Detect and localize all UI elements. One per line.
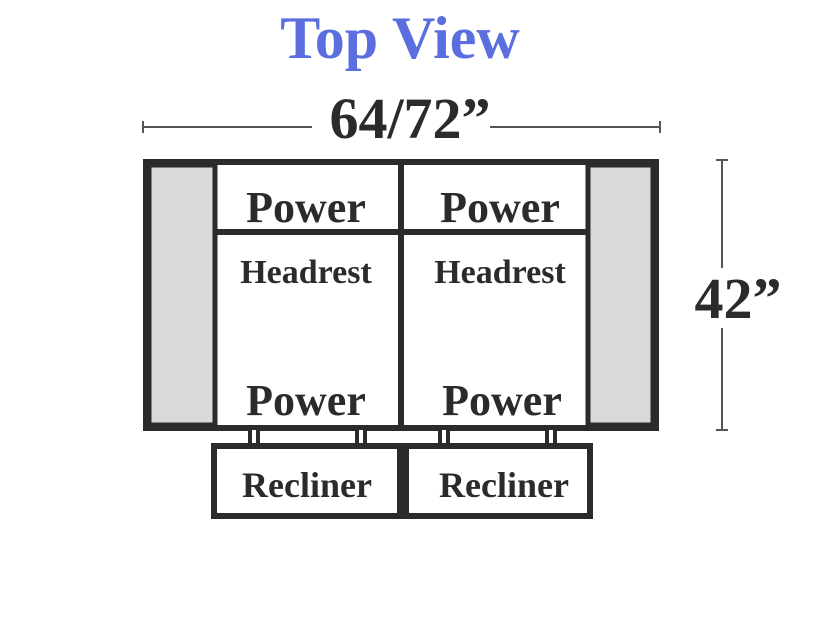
seat-2: Power Headrest Power	[434, 183, 566, 425]
width-dimension: 64/72”	[142, 86, 661, 151]
seat-1-headrest-label: Headrest	[240, 254, 372, 291]
sofa-body	[143, 159, 659, 431]
right-arm	[585, 162, 656, 428]
seat-2-top-power-label: Power	[440, 183, 560, 232]
seat-1-top-power-label: Power	[246, 183, 366, 232]
seat-2-footrest	[403, 443, 593, 519]
seat-1-footrest	[211, 443, 403, 519]
depth-dimension-label-bg	[688, 268, 788, 328]
depth-dimension: 42”	[688, 159, 788, 431]
seat-1-bottom-power-label: Power	[246, 376, 366, 425]
width-dimension-label: 64/72”	[329, 86, 490, 151]
depth-dimension-label: 42”	[695, 266, 782, 331]
diagram-title: Top View	[280, 5, 520, 71]
footrests: Recliner Recliner	[211, 443, 593, 519]
seat-1-recliner-label: Recliner	[242, 465, 372, 505]
seat-2-bottom-power-label: Power	[442, 376, 562, 425]
left-arm	[146, 162, 218, 428]
seat-2-recliner-label: Recliner	[439, 465, 569, 505]
seat-1: Power Headrest Power	[240, 183, 372, 425]
seat-2-headrest-label: Headrest	[434, 254, 566, 291]
